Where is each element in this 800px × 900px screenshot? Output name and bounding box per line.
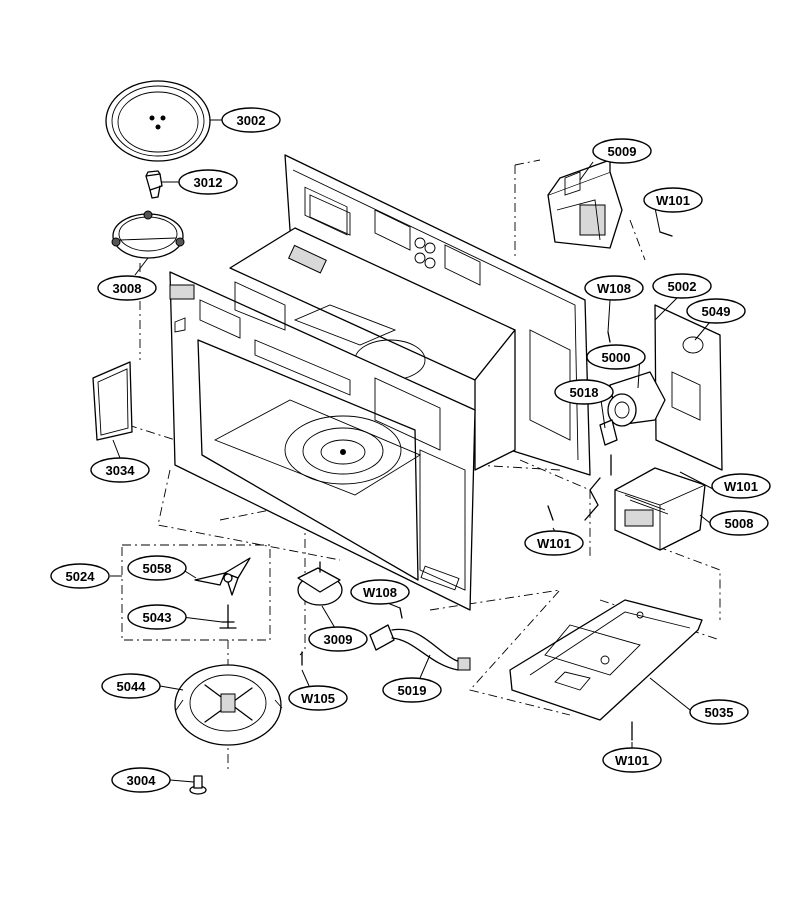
screw-w108b (399, 607, 403, 619)
callout-w105-label: W105 (301, 691, 335, 706)
roller-ring-part (111, 210, 185, 259)
callout-w108b-label: W108 (363, 585, 397, 600)
callout-5035: 5035 (689, 699, 749, 725)
callout-w101c-label: W101 (537, 536, 571, 551)
callout-5000-label: 5000 (602, 350, 631, 365)
callout-w101c: W101 (524, 530, 584, 556)
callout-5018: 5018 (554, 379, 614, 405)
wire-harness-part (369, 624, 471, 671)
callout-5019: 5019 (382, 677, 442, 703)
callout-5043-label: 5043 (143, 610, 172, 625)
callout-3004-label: 3004 (127, 773, 157, 788)
callout-3009: 3009 (308, 626, 368, 652)
callout-5035-label: 5035 (705, 705, 734, 720)
callout-5043: 5043 (127, 604, 187, 630)
callout-5008-label: 5008 (725, 516, 754, 531)
callout-w101a: W101 (643, 187, 703, 213)
bracket-part (654, 304, 723, 471)
coupler-part (145, 170, 163, 199)
turntable-motor-part (297, 561, 343, 606)
callout-w101d: W101 (602, 747, 662, 773)
fan-motor-part (607, 371, 666, 427)
fan-blade-part (194, 557, 251, 596)
front-frame-part (169, 271, 476, 611)
screw-w108a (607, 331, 611, 343)
callout-w101d-label: W101 (615, 753, 649, 768)
callout-5044-label: 5044 (117, 679, 147, 694)
callout-5049-label: 5049 (702, 304, 731, 319)
screw-w101a (659, 231, 673, 237)
callout-5049: 5049 (686, 298, 746, 324)
screws (301, 231, 673, 741)
callout-5024: 5024 (50, 563, 110, 589)
callout-w108b: W108 (350, 579, 410, 605)
callout-3002-label: 3002 (237, 113, 266, 128)
callout-5058-label: 5058 (143, 561, 172, 576)
callout-5018-label: 5018 (570, 385, 599, 400)
callout-5024-label: 5024 (66, 569, 96, 584)
callout-5009-label: 5009 (608, 144, 637, 159)
callout-w101a-label: W101 (656, 193, 690, 208)
callout-3008-label: 3008 (113, 281, 142, 296)
callout-3002: 3002 (221, 107, 281, 133)
callout-5002: 5002 (652, 273, 712, 299)
callout-5008: 5008 (709, 510, 769, 536)
transformer-part (584, 467, 706, 551)
callout-5002-label: 5002 (668, 279, 697, 294)
callout-3008: 3008 (97, 275, 157, 301)
callout-w105: W105 (288, 685, 348, 711)
callout-3012-label: 3012 (194, 175, 223, 190)
callout-w108a: W108 (584, 275, 644, 301)
glass-tray-part (105, 80, 211, 162)
callout-5044: 5044 (101, 673, 161, 699)
magnetron-part (547, 159, 623, 249)
waveguide-cover-part (92, 361, 133, 441)
callout-3004: 3004 (111, 767, 171, 793)
fan-housing-part (174, 664, 283, 746)
callout-3034-label: 3034 (106, 463, 136, 478)
oven-cavity-part (229, 227, 516, 471)
fan-shaft-part (219, 604, 237, 629)
callout-3012: 3012 (178, 169, 238, 195)
callout-5058: 5058 (127, 555, 187, 581)
base-plate-part (509, 599, 703, 721)
callout-3009-label: 3009 (324, 632, 353, 647)
callout-5019-label: 5019 (398, 683, 427, 698)
screw-w101c (547, 505, 554, 521)
callout-w101b: W101 (711, 473, 771, 499)
roller-foot-part (189, 775, 207, 795)
callout-5000: 5000 (586, 344, 646, 370)
callout-w101b-label: W101 (724, 479, 758, 494)
callout-w108a-label: W108 (597, 281, 631, 296)
fan-assembly-box (121, 544, 271, 641)
callout-3034: 3034 (90, 457, 150, 483)
callout-5009: 5009 (592, 138, 652, 164)
